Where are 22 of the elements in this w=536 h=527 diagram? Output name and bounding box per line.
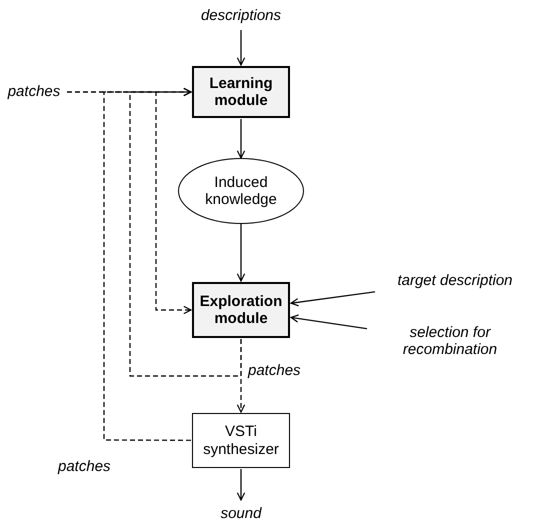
edge-label: patches xyxy=(56,458,113,475)
arrow xyxy=(290,314,368,330)
text-label: selection for recombination xyxy=(402,324,498,358)
box-label: Learning module xyxy=(208,74,274,110)
module-box xyxy=(192,282,290,338)
text-label: sound xyxy=(220,505,262,523)
arrow xyxy=(236,224,246,282)
arrow xyxy=(67,91,192,314)
arrow xyxy=(290,291,376,306)
box-label: Induced knowledge xyxy=(204,174,278,208)
text-label: target description xyxy=(397,272,513,290)
edge-label: patches xyxy=(246,362,303,379)
module-box xyxy=(192,66,290,118)
text-label: patches xyxy=(8,83,60,101)
box-label: Exploration module xyxy=(198,292,284,328)
arrow xyxy=(236,30,246,66)
box-label: VSTi synthesizer xyxy=(202,423,280,458)
arrow xyxy=(236,469,246,501)
arrow xyxy=(236,119,246,159)
text-label: descriptions xyxy=(200,7,282,25)
arrow xyxy=(103,88,192,441)
synthesizer-box xyxy=(192,413,290,468)
